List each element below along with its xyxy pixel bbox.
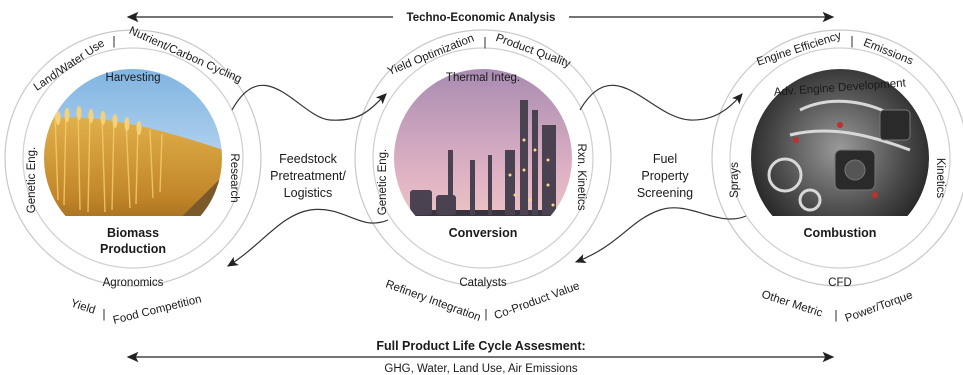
stage1-title-line1: Biomass bbox=[107, 226, 159, 240]
link-right-line2: Property bbox=[641, 169, 689, 183]
stage2-inner-top: Thermal Integ. bbox=[446, 72, 520, 84]
stage3-outer-bottom-b: Power/Torque bbox=[844, 289, 915, 325]
tea-label: Techno-Economic Analysis bbox=[407, 12, 556, 24]
stage2-inner-right: Rxn. Kinetics bbox=[575, 143, 587, 210]
link-left-line3: Logistics bbox=[284, 186, 333, 200]
stage1-outer-bottom-b: Food Competition bbox=[112, 293, 203, 327]
lca-subtitle: GHG, Water, Land Use, Air Emissions bbox=[384, 363, 577, 375]
stage2-inner-bottom: Catalysts bbox=[459, 277, 507, 289]
stage1-inner-left: Genetic Eng. bbox=[26, 147, 38, 213]
separator: | bbox=[484, 37, 487, 49]
stage2-title: Conversion bbox=[449, 226, 518, 240]
link-right-line3: Screening bbox=[637, 186, 693, 200]
flow-arrow-4 bbox=[226, 208, 389, 267]
stage3-inner-left: Sprays bbox=[729, 162, 741, 198]
stage2-inner-left: Genetic Eng. bbox=[377, 149, 389, 215]
stage3-inner-right: Kinetics bbox=[934, 158, 946, 199]
stage3-title: Combustion bbox=[804, 226, 877, 240]
flow-arrow-3 bbox=[574, 207, 747, 264]
lca-title: Full Product Life Cycle Assesment: bbox=[376, 339, 585, 353]
flow-arrow-1 bbox=[231, 84, 387, 121]
stage3-outer-bottom-a: Other Metric bbox=[760, 289, 824, 320]
link-left-line2: Pretreatment/ bbox=[270, 169, 346, 183]
separator: | bbox=[485, 309, 488, 321]
link-left-line1: Feedstock bbox=[279, 152, 337, 166]
stage1-inner-bottom: Agronomics bbox=[103, 277, 164, 289]
stage1-inner-right: Research bbox=[228, 153, 240, 202]
flow-arrow-2 bbox=[579, 84, 743, 121]
link-right-line1: Fuel bbox=[653, 152, 677, 166]
stage1-inner-top: Harvesting bbox=[106, 72, 161, 84]
separator: | bbox=[103, 309, 106, 321]
stage1-outer-bottom-a: Yield bbox=[69, 298, 97, 317]
stage1-title-line2: Production bbox=[100, 242, 166, 256]
separator: | bbox=[113, 36, 116, 48]
stage3-inner-bottom: CFD bbox=[828, 277, 852, 289]
separator: | bbox=[835, 310, 838, 322]
separator: | bbox=[851, 36, 854, 48]
